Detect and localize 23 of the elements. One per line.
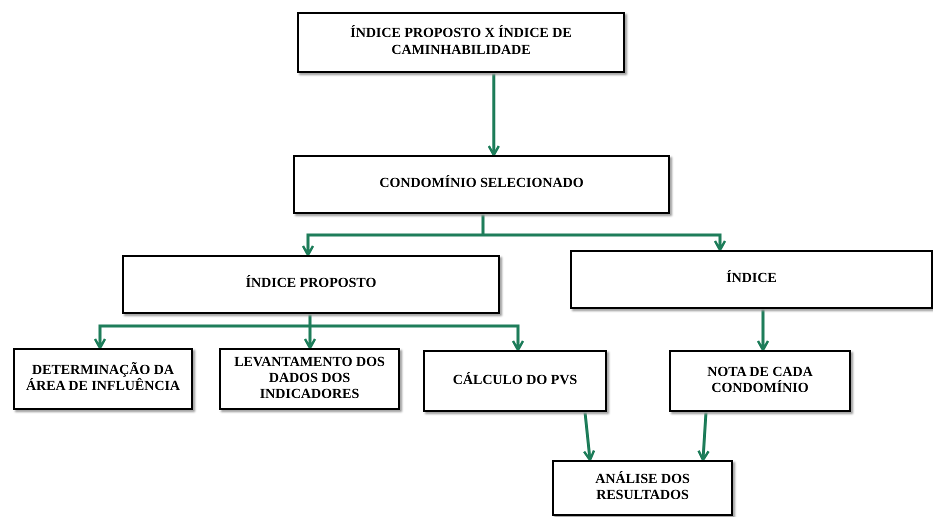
- box-label: CONDOMÍNIO SELECIONADO: [379, 176, 584, 193]
- process-box: [219, 348, 400, 410]
- process-box: [552, 460, 733, 516]
- process-box: [297, 12, 625, 73]
- process-box: [423, 350, 607, 412]
- box-label: ANÁLISE DOS RESULTADOS: [594, 472, 691, 504]
- process-box: [13, 348, 193, 410]
- arrow: [697, 412, 710, 462]
- arrow: [482, 214, 726, 252]
- box-label: NOTA DE CADA CONDOMÍNIO: [706, 364, 814, 398]
- arrow: [488, 73, 500, 156]
- box-label: ÍNDICE PROPOSTO: [246, 276, 376, 293]
- arrow: [582, 412, 596, 462]
- process-box: [293, 155, 670, 214]
- box-label: CÁLCULO DO PVS: [452, 372, 578, 390]
- process-box: [570, 250, 933, 309]
- process-box: [669, 350, 851, 412]
- box-label: ÍNDICE PROPOSTO X ÍNDICE DE CAMINHABILIDADE: [349, 26, 573, 59]
- box-label: DETERMINAÇÃO DA ÁREA DE INFLUÊNCIA: [24, 362, 182, 396]
- arrow: [756, 309, 770, 352]
- box-label: ÍNDICE: [726, 271, 777, 288]
- process-box: [122, 255, 500, 314]
- box-label: LEVANTAMENTO DOS DADOS DOS INDICADORES: [233, 354, 386, 404]
